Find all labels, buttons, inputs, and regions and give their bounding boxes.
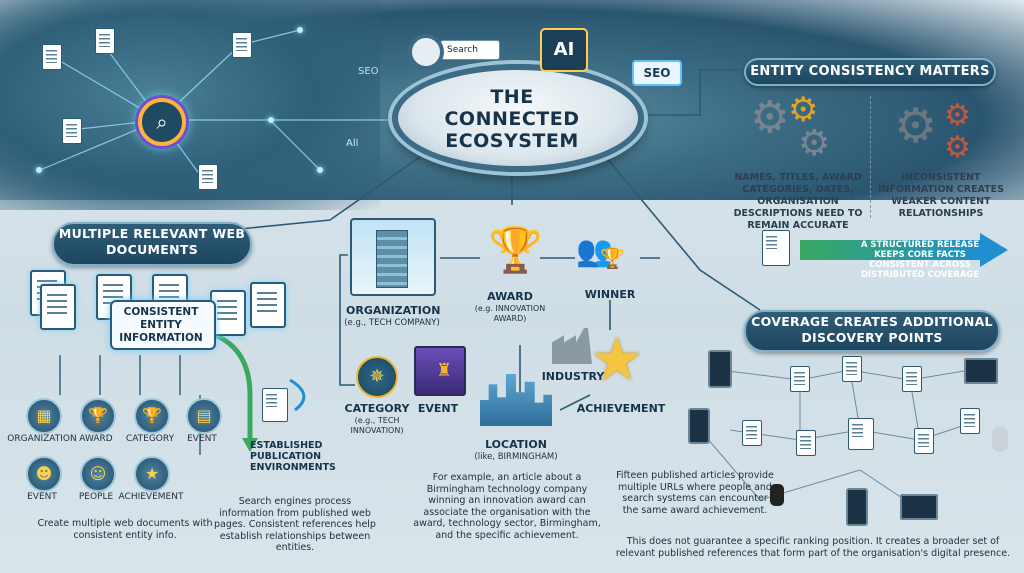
monitor-icon <box>964 358 998 384</box>
network-node <box>268 117 274 123</box>
row1-label-organization: ORGANIZATION <box>7 434 77 444</box>
location-label: LOCATION <box>485 438 547 451</box>
event-icon: ▤ <box>186 398 222 434</box>
phone-icon <box>708 350 732 388</box>
broken-gear-icon: ⚙ <box>894 98 938 154</box>
document-icon <box>914 428 934 454</box>
web-documents-title: MULTIPLE RELEVANT WEB DOCUMENTS <box>52 222 252 266</box>
event-stage-icon: ♜ <box>414 346 466 396</box>
location-example: (like, BIRMINGHAM) <box>474 452 558 462</box>
web-document-icon <box>40 284 76 330</box>
laptop-icon <box>900 494 938 520</box>
people-icon: ☺ <box>80 456 116 492</box>
trophy-icon: 🏆 <box>488 225 543 276</box>
row1-label-category: CATEGORY <box>125 434 175 444</box>
organization-building-icon <box>350 218 436 296</box>
document-icon <box>796 430 816 456</box>
document-icon <box>842 356 862 382</box>
release-text: A STRUCTURED RELEASE KEEPS CORE FACTS CO… <box>860 240 980 280</box>
phone-icon <box>846 488 868 526</box>
row2-label-event: EVENT <box>27 492 57 502</box>
document-icon <box>902 366 922 392</box>
category-icon: 🏆 <box>134 398 170 434</box>
row2-label-people: PEOPLE <box>78 492 114 502</box>
winners-group-icon: 👥 <box>576 234 614 269</box>
publication-document-icon <box>262 388 288 422</box>
gear-icon: ⚙ <box>944 130 971 165</box>
all-label: All <box>346 138 359 149</box>
row1-label-event: EVENT <box>187 434 217 444</box>
category-example: (e.g., TECH INNOVATION) <box>350 416 404 435</box>
search-engines-text: Search engines process information from … <box>214 496 376 553</box>
release-document-icon <box>762 230 790 266</box>
row2-label-achievement: ACHIEVEMENT <box>118 492 184 502</box>
fifteen-text: Fifteen published articles provide multi… <box>616 470 774 516</box>
gear-icon: ⚙ <box>798 123 831 164</box>
seo-badge: SEO <box>632 60 682 86</box>
winner-trophy-icon: 🏆 <box>600 246 625 270</box>
document-icon <box>198 164 218 190</box>
category-label: CATEGORY <box>344 402 410 415</box>
industry-label: INDUSTRY <box>541 370 605 383</box>
established-label: ESTABLISHED PUBLICATION ENVIRONMENTS <box>250 440 336 473</box>
network-node <box>317 167 323 173</box>
network-node <box>297 27 303 33</box>
organization-example: (e.g., TECH COMPANY) <box>344 318 440 328</box>
gear-icon: ⚙ <box>750 92 790 143</box>
consistent-entity-label: CONSISTENT ENTITY INFORMATION <box>119 306 203 344</box>
row1-label-award: AWARD <box>79 434 113 444</box>
event-label: EVENT <box>417 402 459 415</box>
award-label: AWARD <box>487 290 533 303</box>
disclaimer-text: This does not guarantee a specific ranki… <box>615 536 1011 559</box>
divider <box>870 96 872 218</box>
document-icon <box>848 418 874 450</box>
document-icon <box>960 408 980 434</box>
document-icon <box>742 420 762 446</box>
seo-faint-label: SEO <box>358 66 379 77</box>
names-text: NAMES, TITLES, AWARD CATEGORIES, DATES, … <box>733 172 863 231</box>
example-text: For example, an article about a Birmingh… <box>413 472 601 541</box>
search-box[interactable]: Search <box>440 40 500 60</box>
award-example: (e.g. INNOVATION AWARD) <box>474 304 546 323</box>
consistent-entity-box <box>110 300 216 350</box>
web-document-icon <box>250 282 286 328</box>
ecosystem-hub <box>392 64 644 172</box>
document-icon <box>95 28 115 54</box>
seo-label: SEO <box>643 66 671 80</box>
achievement-icon: ★ <box>134 456 170 492</box>
magnifier-icon <box>408 34 444 70</box>
coverage-title: COVERAGE CREATES ADDITIONAL DISCOVERY PO… <box>744 310 1000 352</box>
network-node <box>36 167 42 173</box>
document-icon <box>62 118 82 144</box>
speaker-icon <box>992 426 1008 452</box>
star-icon: ★ <box>590 325 644 395</box>
magnifier-icon: ⌕ <box>138 98 186 146</box>
document-icon <box>42 44 62 70</box>
network-background <box>0 0 380 210</box>
document-icon <box>232 32 252 58</box>
search-label: Search <box>447 45 478 55</box>
release-arrow <box>800 240 980 260</box>
speaker-icon <box>770 484 784 506</box>
phone-icon <box>688 408 710 444</box>
award-icon: 🏆 <box>80 398 116 434</box>
document-icon <box>790 366 810 392</box>
hub-title: THE CONNECTED ECOSYSTEM <box>444 86 580 152</box>
inconsistent-text: INCONSISTENT INFORMATION CREATES WEAKER … <box>878 172 1004 219</box>
organization-label: ORGANIZATION <box>346 304 441 317</box>
winner-label: WINNER <box>584 288 636 301</box>
ai-label: AI <box>553 39 575 60</box>
entity-consistency-title: ENTITY CONSISTENCY MATTERS <box>744 58 996 86</box>
achievement-label: ACHIEVEMENT <box>576 402 666 415</box>
left-caption: Create multiple web documents with consi… <box>37 518 213 541</box>
organization-icon: ▦ <box>26 398 62 434</box>
ai-chip-icon: AI <box>540 28 588 72</box>
gear-icon: ⚙ <box>788 90 819 130</box>
release-arrow-head <box>980 233 1008 267</box>
category-badge-icon: ✵ <box>356 356 398 398</box>
gear-icon: ⚙ <box>944 98 971 133</box>
event-people-icon: ☻ <box>26 456 62 492</box>
